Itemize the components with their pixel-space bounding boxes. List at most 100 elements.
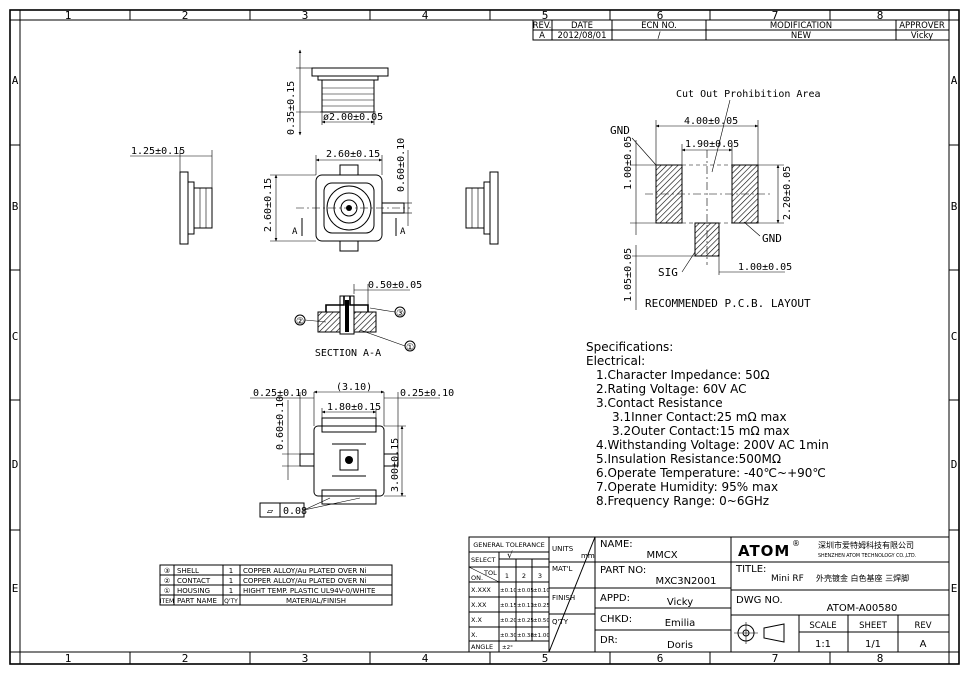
pcb-layout: Cut Out Prohibition Area GND 4.00±0.05 1…	[610, 89, 821, 310]
col-8: 8	[877, 9, 884, 22]
bottom-total-dim: (3.10)	[336, 382, 372, 393]
bom-item-3: ③	[164, 567, 170, 575]
tolerance-cell: ±0.20	[500, 618, 517, 624]
sig-label: SIG	[658, 266, 678, 279]
qty-label: Q'TY	[552, 618, 569, 626]
bom-part-2: CONTACT	[177, 577, 211, 585]
tolerance-cell: ±0.50	[533, 618, 550, 624]
approver-header: APPROVER	[899, 21, 945, 31]
units-value: mm	[581, 552, 595, 560]
section-mark-right: A	[400, 227, 406, 237]
balloon-3: ③	[396, 309, 404, 319]
right-side-view	[465, 171, 499, 245]
modification-value: NEW	[791, 31, 812, 41]
section-mark-left: A	[292, 227, 298, 237]
spec-item: 1.Character Impedance: 50Ω	[596, 368, 770, 382]
rev-value: A	[920, 639, 927, 650]
spec-item: 4.Withstanding Voltage: 200V AC 1min	[596, 438, 829, 452]
bom-header-part: PART NAME	[177, 597, 217, 605]
row-e: E	[12, 582, 19, 595]
col-3: 3	[302, 9, 309, 22]
front-view: A A 2.60±0.15 0.60±0.10 2.60±0.15	[263, 138, 412, 252]
chkd-label: CHKD:	[600, 614, 632, 625]
bottom-side-dim: 0.60±0.10	[275, 396, 286, 450]
sheet-value: 1/1	[865, 639, 881, 650]
dwg-label: DWG NO.	[736, 595, 783, 606]
specifications: Specifications: Electrical: 1.Character …	[586, 340, 829, 508]
bottom-right-dim: 0.25±0.10	[400, 388, 454, 399]
row-b: B	[12, 200, 19, 213]
row-a-right: A	[951, 74, 958, 87]
chkd-value: Emilia	[665, 618, 696, 629]
appd-value: Vicky	[667, 597, 693, 608]
ecn-header: ECN NO.	[641, 21, 677, 31]
top-view: 0.35±0.15 ø2.00±0.05	[286, 49, 389, 136]
units-label: UNITS	[552, 545, 574, 553]
col-6-bottom: 6	[657, 652, 664, 665]
date-value: 2012/08/01	[558, 31, 607, 41]
bom-qty-1: 1	[229, 587, 233, 595]
scale-label: SCALE	[809, 621, 836, 631]
cut-out-label: Cut Out Prohibition Area	[676, 89, 821, 100]
bom-material-2: COPPER ALLOY/Au PLATED OVER Ni	[243, 577, 367, 585]
tolerance-cell: ±0.15	[500, 603, 517, 609]
company-name-cn: 深圳市爱特姆科技有限公司	[818, 540, 914, 550]
col-8-bottom: 8	[877, 652, 884, 665]
name-value: MMCX	[646, 550, 677, 561]
spec-item: 3.Contact Resistance	[596, 396, 723, 410]
tolerance-title: GENERAL TOLERANCE	[473, 541, 545, 549]
flatness-icon: ▱	[267, 506, 273, 517]
name-label: NAME:	[600, 539, 633, 550]
tolerance-row-label: X.XX	[471, 601, 487, 609]
pcb-outer-dim: 4.00±0.05	[684, 116, 738, 127]
tolerance-cell: ±0.10	[500, 588, 517, 594]
section-title: SECTION A-A	[315, 348, 381, 359]
pcb-caption: RECOMMENDED P.C.B. LAYOUT	[645, 297, 811, 310]
part-value: MXC3N2001	[655, 576, 716, 587]
col-1-bottom: 1	[65, 652, 72, 665]
col-5: 5	[542, 9, 549, 22]
col-7-bottom: 7	[772, 652, 779, 665]
tolerance-cell: ±0.30	[500, 633, 517, 639]
tolerance-cell: ±0.05	[517, 588, 534, 594]
rev-value: A	[539, 31, 545, 41]
row-e-right: E	[951, 582, 958, 595]
rev-label: REV	[914, 621, 931, 631]
section-a-a: 0.50±0.05 ② ③ ① SECTION A-A	[294, 280, 422, 359]
row-c-right: C	[951, 330, 958, 343]
tolerance-tol: TOL	[483, 569, 497, 577]
tolerance-cell: ±0.10	[533, 588, 550, 594]
col-2: 2	[182, 9, 189, 22]
spec-item: 6.Operate Temperature: -40℃~+90℃	[596, 466, 826, 480]
col-4: 4	[422, 9, 429, 22]
dwg-value: ATOM-A00580	[827, 603, 898, 614]
part-label: PART NO:	[600, 565, 646, 576]
pcb-sig-dim: 1.00±0.05	[738, 262, 792, 273]
title-value: Mini RF	[771, 574, 804, 584]
tolerance-cell: ±2°	[502, 645, 513, 651]
tolerance-cell: ±1.00	[533, 633, 550, 639]
spec-item: 8.Frequency Range: 0~6GHz	[596, 494, 769, 508]
row-c: C	[12, 330, 19, 343]
row-a: A	[12, 74, 19, 87]
row-b-right: B	[951, 200, 958, 213]
tolerance-row-label: X.X	[471, 616, 483, 624]
spec-subtitle: Electrical:	[586, 354, 645, 368]
left-side-view: 1.25±0.15	[130, 146, 213, 245]
tolerance-table: GENERAL TOLERANCE SELECT √ TOL ON. 1 2 3…	[468, 536, 550, 653]
balloon-2: ②	[296, 317, 304, 327]
bottom-height-dim: 3.00±0.15	[390, 438, 401, 492]
top-diameter-dim: ø2.00±0.05	[323, 112, 383, 123]
date-header: DATE	[571, 21, 593, 31]
rev-header: REV.	[533, 21, 552, 31]
tolerance-row-label: ANGLE	[471, 643, 493, 651]
projection-symbol-icon	[734, 622, 785, 644]
tolerance-cell: ±0.13	[517, 603, 534, 609]
col-2-bottom: 2	[182, 652, 189, 665]
bom-header-item: ITEM	[160, 598, 174, 605]
tolerance-select: SELECT	[471, 556, 495, 564]
finish-label: FINISH	[552, 594, 575, 602]
spec-title: Specifications:	[586, 340, 673, 354]
bom-part-3: SHELL	[177, 567, 199, 575]
